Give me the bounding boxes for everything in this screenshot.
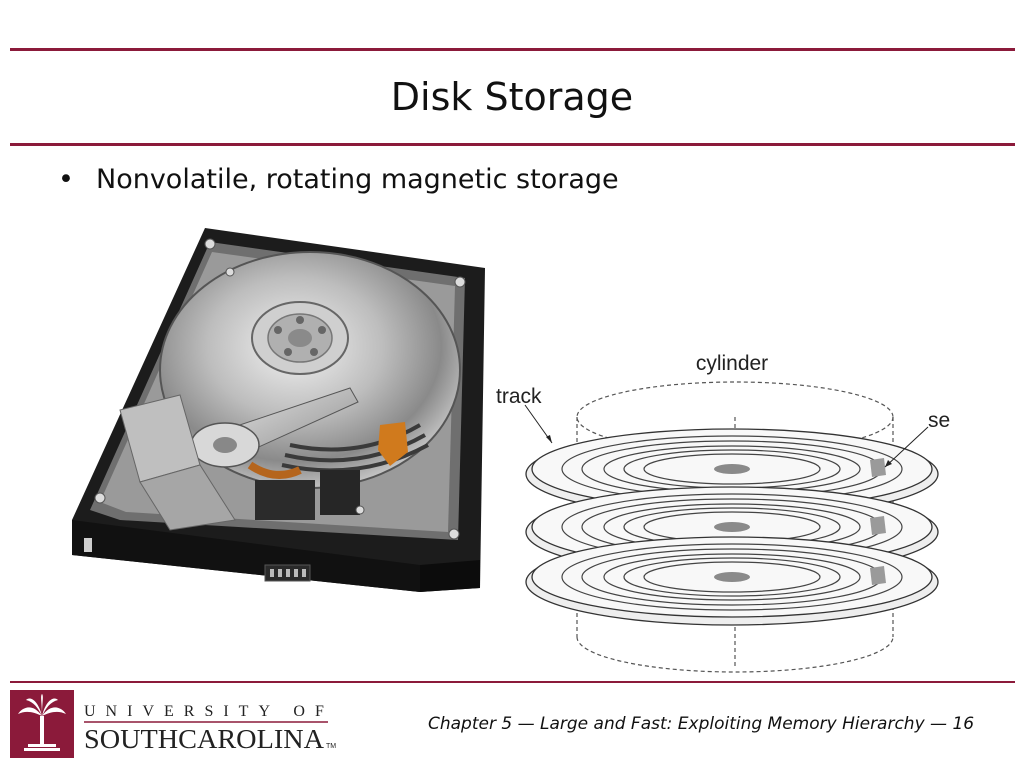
platter-bottom [525,536,939,626]
bullet-text: Nonvolatile, rotating magnetic storage [96,164,619,195]
hard-disk-drive-image [72,228,485,592]
title-divider [10,143,1015,146]
top-divider [10,48,1015,51]
sector-label: sector [928,409,950,432]
logo-top-text: UNIVERSITY OF [84,703,334,720]
disk-geometry-diagram: cylinder track sector [496,352,950,673]
cylinder-label: cylinder [696,352,768,375]
logo-bottom-text: SOUTHCAROLINA [84,724,325,754]
slide-title: Disk Storage [390,75,634,119]
bullet-item: • Nonvolatile, rotating magnetic storage [58,160,619,200]
palmetto-tree-icon [18,694,66,751]
footer-divider [10,681,1015,683]
track-label: track [496,385,542,408]
university-logo: UNIVERSITY OF SOUTHCAROLINA TM [10,690,336,758]
bullet-dot-icon: • [58,164,74,195]
logo-trademark: TM [326,743,336,750]
footer-text: Chapter 5 — Large and Fast: Exploiting M… [428,714,975,734]
